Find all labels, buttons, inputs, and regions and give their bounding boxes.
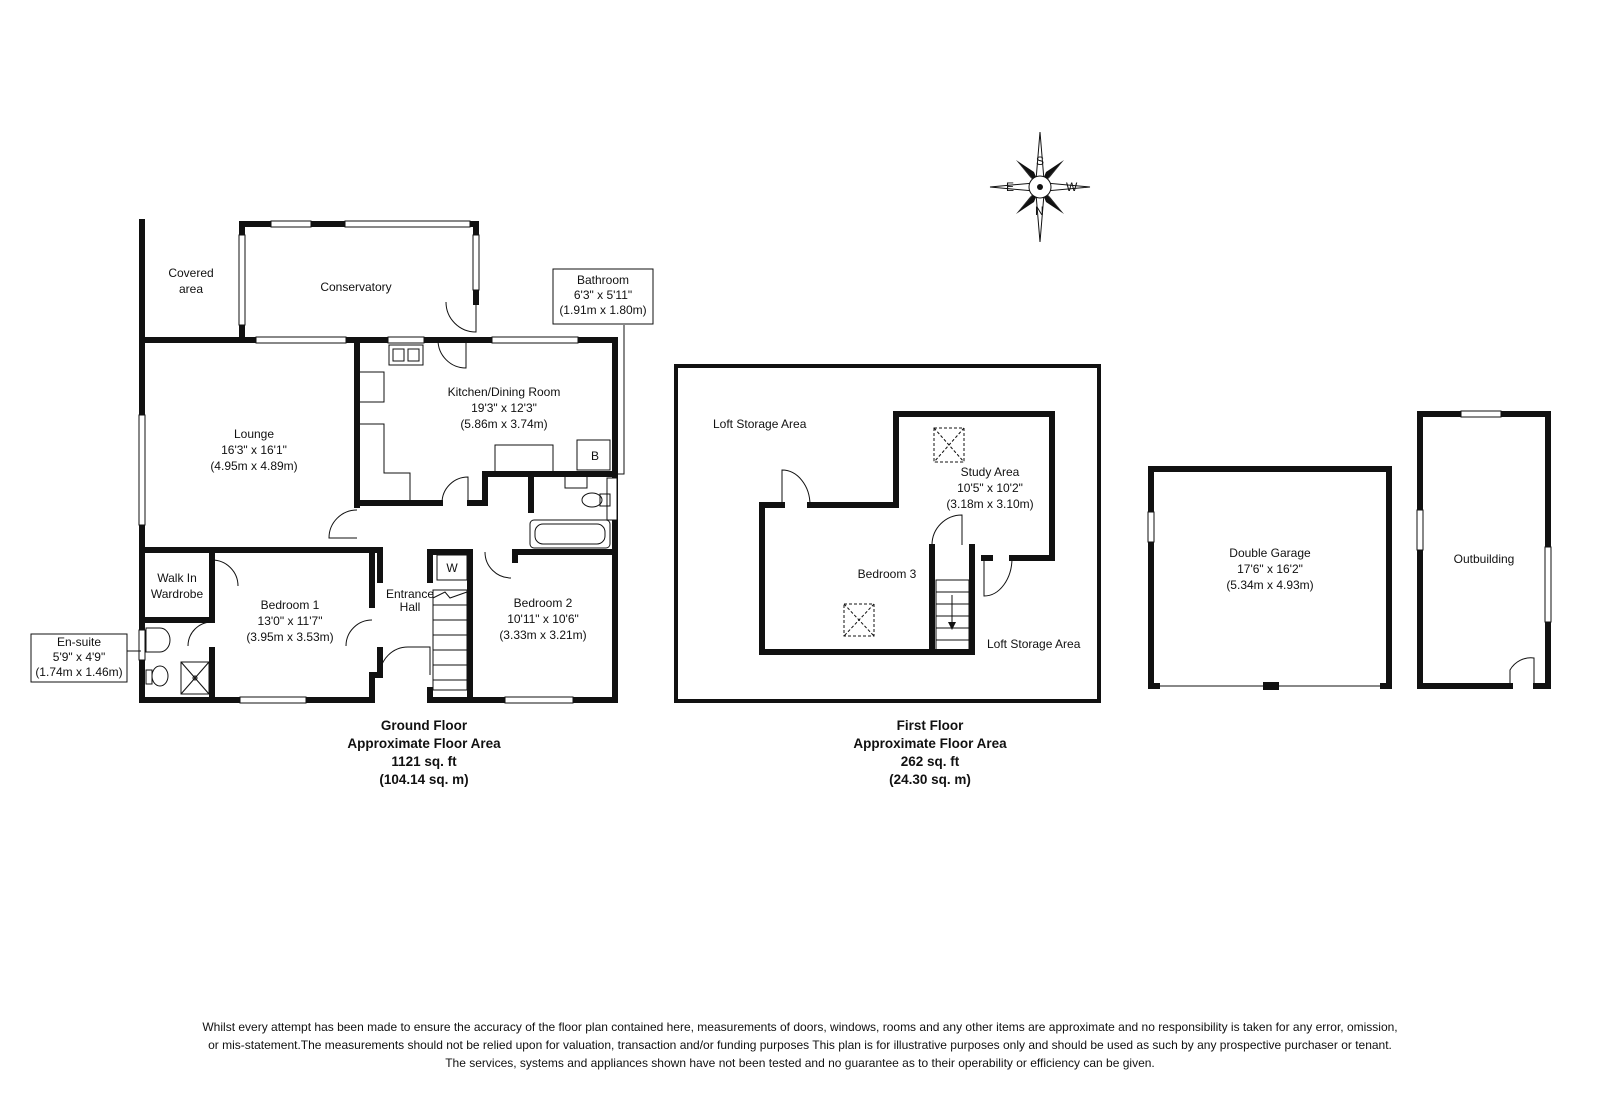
kitchen-metric: (5.86m x 3.74m) [460,417,547,431]
compass-w: W [1066,180,1078,194]
lounge-metric: (4.95m x 4.89m) [210,459,297,473]
bathroom-label-box [552,268,654,325]
entrance-hall-line1: Entrance [386,587,434,601]
study-name: Study Area [961,465,1020,479]
disclaimer-line3: The services, systems and appliances sho… [445,1056,1155,1070]
loft-storage-bottom-label: Loft Storage Area [987,637,1081,651]
ensuite-imperial: 5'9" x 4'9" [53,650,105,664]
double-garage-plan: Double Garage 17'6" x 16'2" (5.34m x 4.9… [1147,466,1392,690]
compass-s: S [1036,154,1044,168]
covered-area-line2: area [179,282,203,296]
disclaimer-line1: Whilst every attempt has been made to en… [202,1020,1398,1034]
conservatory-name: Conservatory [320,280,391,294]
bedroom2-name: Bedroom 2 [514,596,573,610]
wardrobe-line1: Walk In [157,571,197,585]
garage-name: Double Garage [1229,546,1311,560]
ground-floor-caption-line2: Approximate Floor Area [347,736,501,751]
ensuite-label-box [30,633,128,683]
lounge-name: Lounge [234,427,274,441]
ground-floor-labels: Covered area Conservatory Bathroom 6'3" … [35,266,646,787]
bedroom1-metric: (3.95m x 3.53m) [246,630,333,644]
skylight-icon [933,427,965,463]
kitchen-name: Kitchen/Dining Room [448,385,561,399]
ground-floor-caption-line1: Ground Floor [381,718,468,733]
first-floor-plan: Loft Storage Area Study Area 10'5" x 10'… [674,364,1101,787]
kitchen-imperial: 19'3" x 12'3" [471,401,537,415]
bathroom-name: Bathroom [577,273,629,287]
compass-n: N [1035,204,1044,218]
garage-metric: (5.34m x 4.93m) [1226,578,1313,592]
first-floor-caption-line2: Approximate Floor Area [853,736,1007,751]
disclaimer: Whilst every attempt has been made to en… [60,1018,1540,1072]
ground-floor-fittings [127,301,625,695]
bedroom2-metric: (3.33m x 3.21m) [499,628,586,642]
bedroom2-imperial: 10'11" x 10'6" [507,612,579,626]
ground-floor-walls [138,219,618,704]
first-floor-caption-line1: First Floor [897,718,964,733]
study-imperial: 10'5" x 10'2" [957,481,1023,495]
first-floor-caption-line4: (24.30 sq. m) [889,772,971,787]
disclaimer-line2: or mis-statement.The measurements should… [208,1038,1392,1052]
study-metric: (3.18m x 3.10m) [946,497,1033,511]
bathroom-imperial: 6'3" x 5'11" [574,288,632,302]
bathroom-metric: (1.91m x 1.80m) [559,303,646,317]
ensuite-name: En-suite [57,635,101,649]
entrance-hall-line2: Hall [400,600,421,614]
skylight-icon [843,603,875,637]
boiler-label: B [591,449,599,463]
covered-area-line1: Covered [168,266,213,280]
bedroom1-name: Bedroom 1 [261,598,320,612]
first-floor-caption-line3: 262 sq. ft [901,754,960,769]
wardrobe-line2: Wardrobe [151,587,204,601]
ensuite-metric: (1.74m x 1.46m) [35,665,122,679]
loft-storage-top-label: Loft Storage Area [713,417,807,431]
ground-floor-caption-line3: 1121 sq. ft [391,754,457,769]
outbuilding-name: Outbuilding [1454,552,1515,566]
compass-e: E [1006,180,1014,194]
bedroom3-name: Bedroom 3 [858,567,917,581]
compass-rose-icon: S E W N [989,131,1091,243]
outbuilding-plan: Outbuilding [1416,410,1552,689]
ground-floor-caption-line4: (104.14 sq. m) [379,772,468,787]
w-cupboard-label: W [446,561,458,575]
bedroom1-imperial: 13'0" x 11'7" [258,614,323,628]
lounge-imperial: 16'3" x 16'1" [221,443,287,457]
garage-imperial: 17'6" x 16'2" [1237,562,1303,576]
